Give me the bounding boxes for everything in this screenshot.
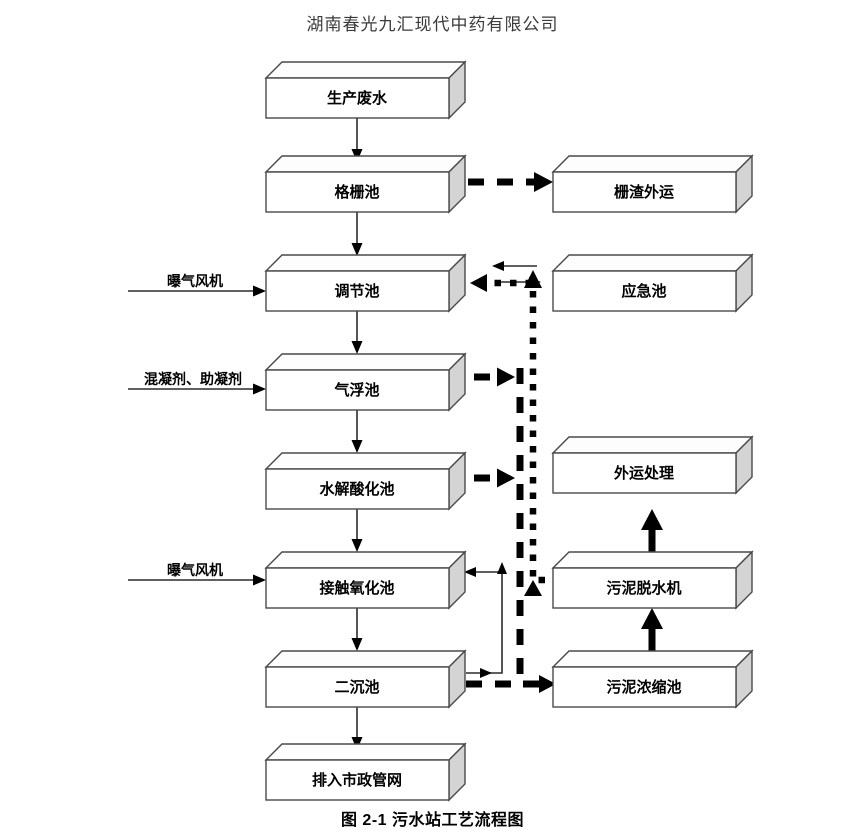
node-offsite-treatment[interactable]: 外运处理 [551, 435, 754, 495]
node-label: 水解酸化池 [319, 480, 394, 498]
supernatant-return-line [470, 270, 545, 596]
aeration-blower-arrow-2 [128, 574, 266, 586]
input-label-aeration-blower-1: 曝气风机 [167, 273, 223, 289]
node-sludge-dewatering-machine[interactable]: 污泥脱水机 [551, 550, 754, 610]
node-flotation-tank[interactable]: 气浮池 [264, 352, 467, 412]
node-label: 气浮池 [333, 381, 379, 399]
edge-flotation-to-sludge-line [474, 367, 515, 387]
input-label-aeration-blower-2: 曝气风机 [167, 562, 223, 578]
node-label: 生产废水 [327, 89, 388, 107]
page-title: 湖南春光九汇现代中药有限公司 [306, 15, 559, 34]
node-label: 污泥脱水机 [606, 579, 681, 597]
node-label: 格栅池 [334, 183, 379, 201]
edge-grid-to-residue [468, 172, 553, 192]
coagulant-arrow [128, 383, 266, 395]
node-label: 栅渣外运 [614, 183, 674, 201]
node-secondary-sedimentation-tank[interactable]: 二沉池 [264, 649, 467, 709]
figure-caption: 图 2-1 污水站工艺流程图 [340, 812, 525, 829]
node-sludge-thickening-tank[interactable]: 污泥浓缩池 [551, 649, 754, 709]
node-hydrolysis-acidification-tank[interactable]: 水解酸化池 [264, 451, 467, 511]
node-screenings-transport[interactable]: 栅渣外运 [551, 154, 754, 214]
node-label: 污泥浓缩池 [606, 678, 681, 696]
node-production-wastewater[interactable]: 生产废水 [264, 60, 467, 120]
node-label: 排入市政管网 [312, 771, 402, 789]
edge-hydrolysis-to-sludge-line [474, 468, 515, 488]
edge-thickener-to-dewatering [641, 608, 663, 651]
node-label: 调节池 [334, 282, 379, 300]
input-label-coagulant: 混凝剂、助凝剂 [144, 371, 242, 387]
node-label: 外运处理 [613, 464, 674, 482]
node-contact-oxidation-tank[interactable]: 接触氧化池 [264, 550, 467, 610]
node-label: 应急池 [621, 282, 666, 300]
sludge-trunk-line [516, 368, 556, 693]
node-label: 接触氧化池 [319, 579, 394, 597]
node-label: 二沉池 [334, 678, 379, 696]
return-sludge-line [464, 562, 507, 678]
edge-dewatering-to-offsite [641, 509, 663, 552]
main-chain-connectors [351, 118, 363, 750]
node-emergency-tank[interactable]: 应急池 [551, 253, 754, 313]
node-regulating-tank[interactable]: 调节池 [264, 253, 467, 313]
node-discharge-municipal-pipe[interactable]: 排入市政管网 [264, 742, 467, 802]
aeration-blower-arrow-1 [128, 285, 266, 297]
node-grid-tank[interactable]: 格栅池 [264, 154, 467, 214]
